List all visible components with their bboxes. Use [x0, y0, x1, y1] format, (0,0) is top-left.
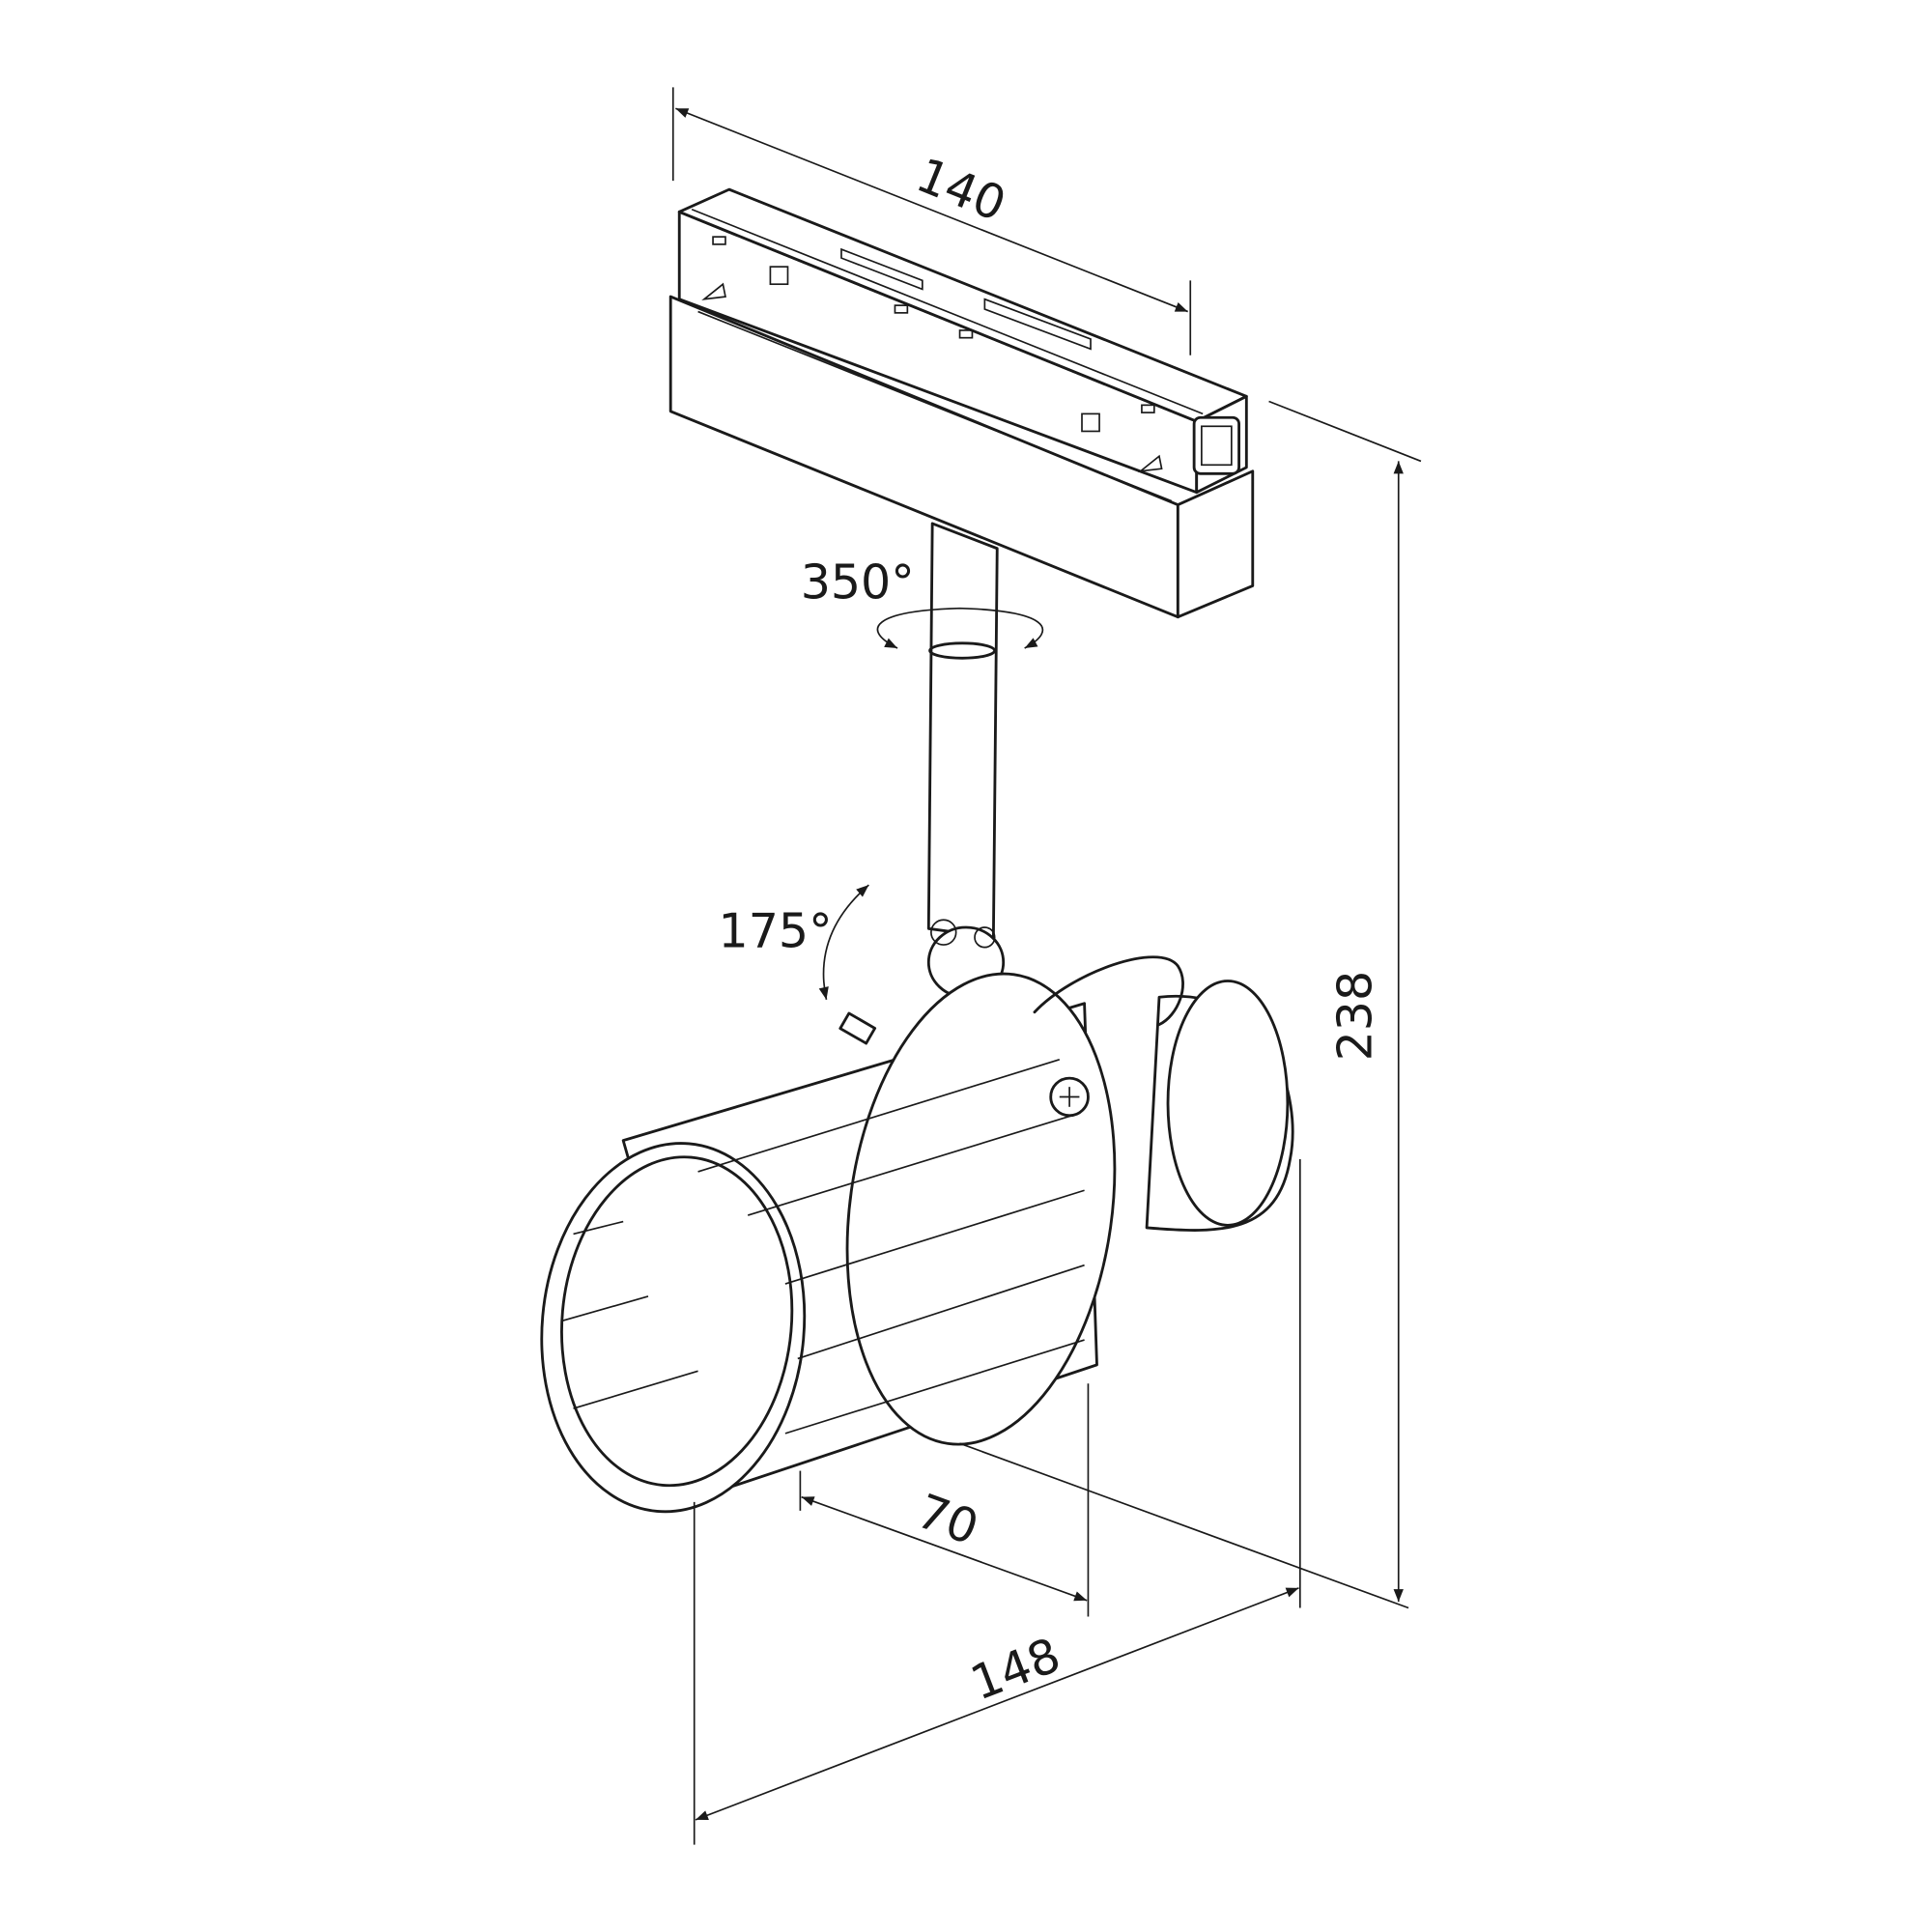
dimension-lines — [671, 87, 1422, 1845]
stem — [926, 522, 1006, 999]
lamp-head — [540, 955, 1294, 1514]
rotation-arrow-icon — [876, 607, 1044, 649]
tilt-arrow-icon — [818, 884, 869, 1001]
tilt-angle-label: 175° — [719, 903, 833, 959]
dimension-label-70: 70 — [910, 1483, 985, 1556]
dimension-label-238: 238 — [1326, 971, 1382, 1062]
connector-socket — [1192, 415, 1240, 475]
dimension-label-140: 140 — [909, 147, 1013, 233]
dimension-label-148: 148 — [963, 1627, 1067, 1712]
rotation-angle-label: 350° — [801, 554, 915, 610]
